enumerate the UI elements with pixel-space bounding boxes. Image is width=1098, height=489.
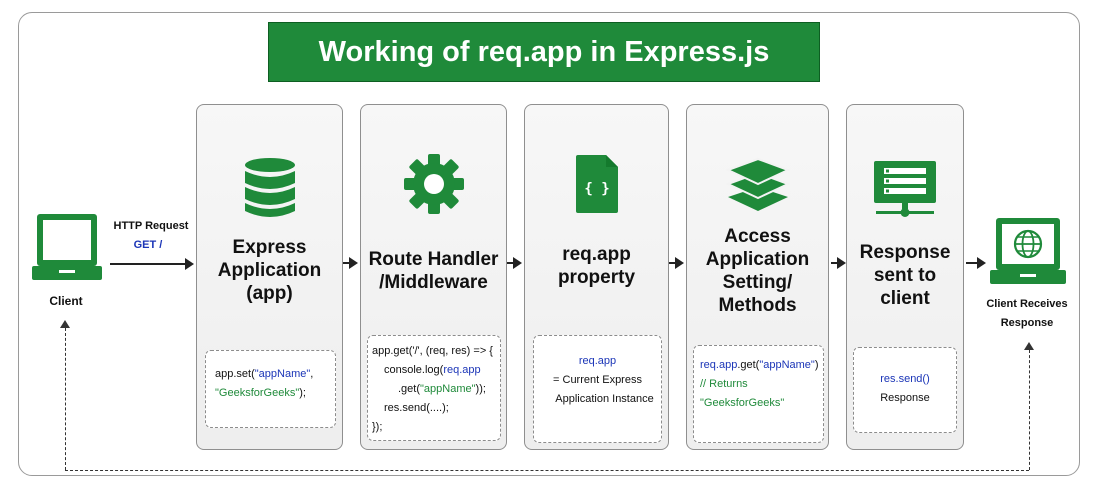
stage-title-line: /Middleware	[379, 272, 488, 293]
code-token: });	[372, 421, 383, 433]
code-line: app.set("appName",	[215, 365, 335, 384]
stage-title-line: sent to client	[873, 265, 937, 309]
stage-title-line: Application	[705, 249, 810, 270]
code-line: Response	[854, 389, 956, 408]
code-token: "appName"	[759, 359, 815, 371]
return-path-right	[1029, 350, 1030, 470]
code-token: res.send()	[880, 373, 930, 385]
stage-2-title: Route Handler/Middleware	[365, 248, 502, 294]
code-line: });	[372, 418, 500, 437]
code-line: = Current Express	[534, 371, 661, 390]
server-monitor-icon	[847, 159, 963, 217]
layers-icon	[687, 157, 828, 213]
code-token: "GeeksforGeeks"	[700, 397, 785, 409]
stage-4-code-box: req.app.get("appName") // Returns "Geeksfo…	[693, 345, 824, 443]
code-line: res.send(....);	[372, 399, 500, 418]
gear-icon	[361, 153, 506, 215]
svg-text:{ }: { }	[584, 181, 609, 197]
stage-title-line: Express	[232, 237, 307, 258]
code-token: req.app	[443, 364, 481, 376]
code-token: "appName"	[254, 368, 311, 380]
client-label: Client	[49, 294, 83, 308]
code-line: req.app	[534, 352, 661, 371]
return-arrowhead-left	[60, 320, 70, 328]
return-path-left	[65, 328, 66, 470]
stage-2: Route Handler/Middleware app.get('/', (re…	[360, 104, 507, 450]
code-token: Application Instance	[555, 393, 654, 405]
stage-2-code-box: app.get('/', (req, res) => { console.log(…	[367, 335, 501, 441]
arrow-response	[966, 257, 986, 269]
code-token: req.app	[578, 355, 617, 367]
code-token: app.get('/', (req, res) => {	[372, 345, 493, 357]
code-line: req.app.get("appName")	[700, 356, 823, 375]
receiver-label-line-1: Client Receives	[986, 298, 1068, 310]
stage-title-line: req.app	[562, 244, 631, 265]
code-token: = Current Express	[553, 374, 642, 386]
code-line: Application Instance	[534, 390, 661, 409]
stage-5-code-box: res.send() Response	[853, 347, 957, 433]
code-line: "GeeksforGeeks");	[215, 384, 335, 403]
code-line: res.send()	[854, 370, 956, 389]
stage-title-line: (app)	[246, 283, 293, 304]
http-request-label: HTTP Request	[113, 220, 189, 232]
code-line: .get("appName"));	[372, 380, 500, 399]
arrow-stage-4-5	[831, 257, 846, 269]
code-token: res.send(....);	[384, 402, 449, 414]
code-token: ));	[475, 383, 486, 395]
stage-title-line: Access	[724, 226, 791, 247]
stage-title-line: Setting/	[722, 272, 793, 293]
json-file-icon: { }	[525, 153, 668, 215]
code-line: app.get('/', (req, res) => {	[372, 342, 500, 361]
stage-title-line: property	[557, 267, 636, 288]
receiver-laptop-globe-icon	[990, 216, 1066, 290]
code-token: );	[299, 387, 306, 399]
code-token: )	[814, 359, 819, 371]
code-token: .get(	[398, 383, 421, 395]
return-path-bottom	[65, 470, 1029, 471]
code-token: // Returns	[700, 378, 748, 390]
database-icon	[197, 157, 342, 219]
code-token: console.log(	[384, 364, 444, 376]
diagram-frame	[18, 12, 1080, 476]
arrow-stage-2-3	[507, 257, 522, 269]
code-line: // Returns	[700, 375, 823, 394]
code-token: req.app	[700, 359, 738, 371]
code-line: "GeeksforGeeks"	[700, 394, 823, 413]
return-arrowhead-right	[1024, 342, 1034, 350]
stage-1-code-box: app.set("appName","GeeksforGeeks");	[205, 350, 336, 428]
arrow-stage-1-2	[343, 257, 358, 269]
stage-title-line: Application	[217, 260, 322, 281]
client-laptop-icon	[32, 212, 102, 284]
diagram-title: Working of req.app in Express.js	[268, 22, 820, 82]
code-token: ,	[310, 368, 314, 380]
receiver-label-line-2: Response	[1000, 317, 1054, 329]
code-token: .get(	[737, 359, 760, 371]
arrow-stage-3-4	[669, 257, 684, 269]
code-token: "GeeksforGeeks"	[215, 387, 300, 399]
code-token: app.set(	[215, 368, 255, 380]
code-line: console.log(req.app	[372, 361, 500, 380]
arrow-request	[110, 258, 194, 270]
http-method-label: GET /	[133, 239, 163, 251]
stage-title-line: Methods	[718, 295, 797, 316]
code-token: "appName"	[420, 383, 476, 395]
stage-title-line: Route Handler	[368, 249, 499, 270]
code-token: Response	[880, 392, 930, 404]
stage-title-line: Response	[859, 242, 951, 263]
